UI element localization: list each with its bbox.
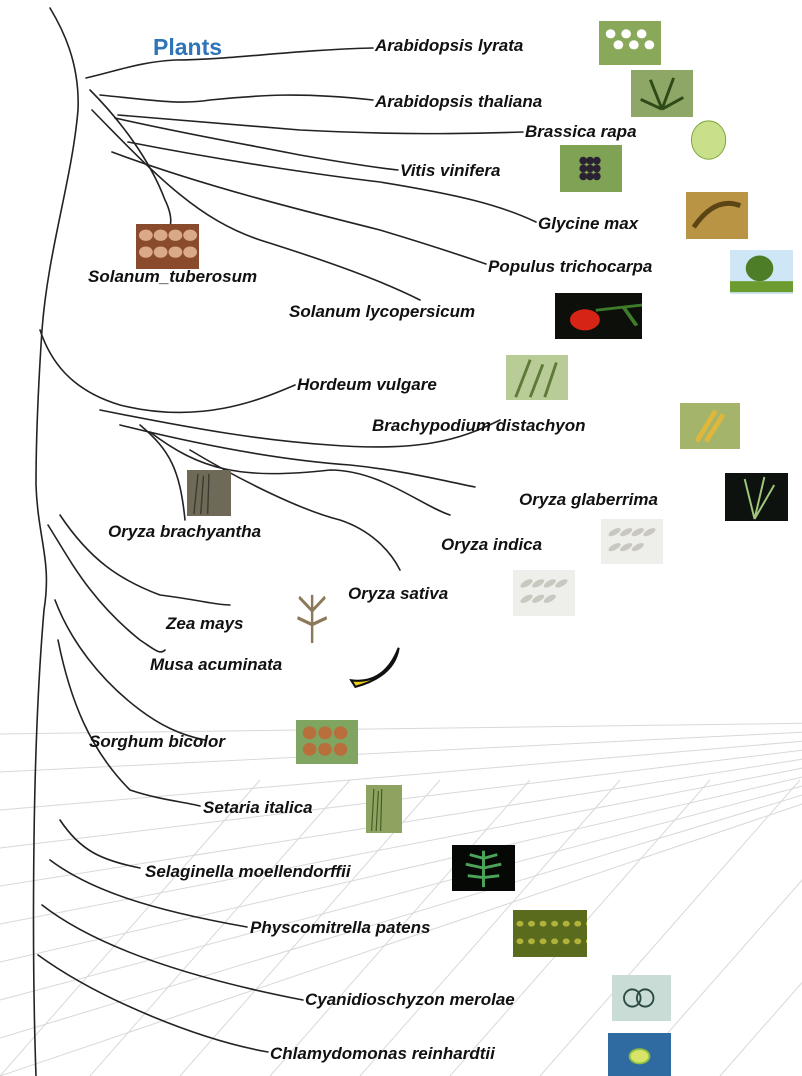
species-label: Arabidopsis lyrata: [375, 36, 523, 56]
species-label: Solanum_tuberosum: [88, 267, 257, 287]
tree-branch: [86, 48, 373, 78]
green-alga-cell-icon: [608, 1033, 671, 1076]
rice-grains-icon: [513, 570, 575, 616]
species-label: Oryza sativa: [348, 584, 448, 604]
tree-branch: [100, 95, 373, 102]
species-label: Brachypodium distachyon: [372, 416, 585, 436]
sorghum-seeds-icon: [296, 720, 358, 764]
species-label: Zea mays: [166, 614, 244, 634]
fern-frond-icon: [452, 845, 515, 891]
barley-field-icon: [506, 355, 568, 400]
species-label: Solanum lycopersicum: [289, 302, 475, 322]
banana-icon: [343, 637, 409, 689]
soybean-pods-icon: [686, 192, 748, 239]
species-label: Oryza brachyantha: [108, 522, 261, 542]
rice-plant-icon: [725, 473, 788, 521]
species-label: Oryza indica: [441, 535, 542, 555]
tree-branch: [38, 955, 268, 1052]
tree-branch: [128, 142, 536, 222]
tree-icon: [730, 250, 793, 294]
maize-tassel-icon: [291, 588, 343, 643]
red-algae-cells-icon: [612, 975, 671, 1021]
species-label: Physcomitrella patens: [250, 918, 430, 938]
species-label: Arabidopsis thaliana: [375, 92, 542, 112]
species-label: Vitis vinifera: [400, 161, 500, 181]
species-label: Oryza glaberrima: [519, 490, 658, 510]
cabbage-icon: [680, 117, 741, 163]
species-label: Chlamydomonas reinhardtii: [270, 1044, 495, 1064]
potatoes-icon: [136, 224, 199, 269]
wild-rice-icon: [187, 470, 231, 516]
white-flowers-icon: [599, 21, 661, 65]
species-label: Glycine max: [538, 214, 638, 234]
species-label: Hordeum vulgare: [297, 375, 437, 395]
rice-grains-icon: [601, 519, 663, 564]
species-label: Brassica rapa: [525, 122, 637, 142]
species-label: Sorghum bicolor: [89, 732, 225, 752]
tree-branch: [40, 330, 295, 412]
species-label: Musa acuminata: [150, 655, 282, 675]
moss-icon: [513, 910, 587, 957]
species-label: Selaginella moellendorffii: [145, 862, 351, 882]
figure-title: Plants: [153, 34, 222, 61]
rosette-plant-icon: [631, 70, 693, 117]
grapes-icon: [560, 145, 622, 192]
tree-branch: [48, 525, 165, 652]
grass-spikelet-icon: [680, 403, 740, 449]
millet-icon: [366, 785, 402, 833]
tomato-icon: [555, 293, 642, 339]
species-label: Cyanidioschyzon merolae: [305, 990, 515, 1010]
species-label: Setaria italica: [203, 798, 313, 818]
species-label: Populus trichocarpa: [488, 257, 652, 277]
tree-branch: [60, 820, 140, 868]
